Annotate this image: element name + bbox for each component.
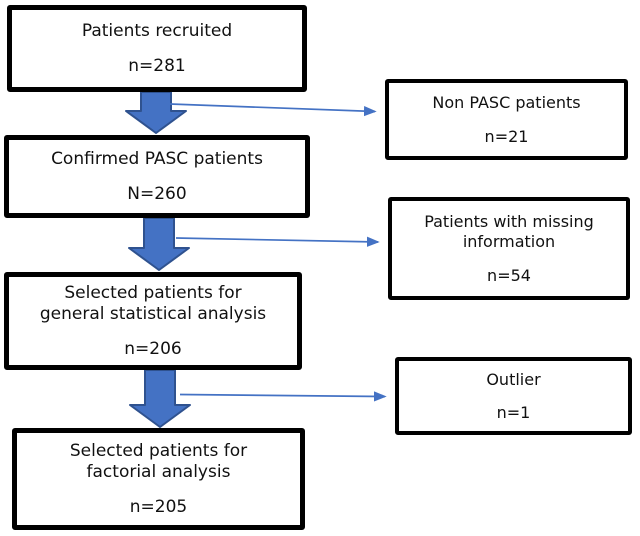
box-count: n=21 — [484, 126, 529, 146]
box-label-line: factorial analysis — [86, 462, 231, 483]
box-label-line: information — [462, 232, 556, 252]
box-count: N=260 — [127, 183, 187, 204]
box-label: Selected patients for factorial analysis — [70, 441, 247, 485]
side-box-outlier: Outlier n=1 — [395, 357, 632, 435]
box-label: Outlier — [486, 370, 540, 390]
box-count: n=54 — [487, 265, 531, 285]
connector-arrow-non-pasc — [169, 103, 377, 117]
flow-box-patients-recruited: Patients recruited n=281 — [7, 5, 307, 92]
box-label-line: Non PASC patients — [432, 93, 581, 113]
flow-box-factorial-analysis: Selected patients for factorial analysis… — [12, 428, 305, 530]
box-label-line: Selected patients for — [69, 440, 248, 461]
box-label-line: Confirmed PASC patients — [51, 148, 263, 169]
box-count: n=205 — [129, 497, 188, 518]
box-count: n=1 — [496, 403, 531, 423]
side-box-missing-information: Patients with missing information n=54 — [388, 197, 630, 300]
arrow-down-icon — [128, 217, 190, 271]
arrow-down-icon — [129, 369, 191, 428]
side-box-non-pasc: Non PASC patients n=21 — [385, 79, 628, 160]
box-label: Non PASC patients — [432, 93, 580, 113]
box-label: Selected patients for general statistica… — [40, 283, 266, 327]
connector-arrow-missing-info — [175, 236, 380, 247]
flow-box-confirmed-pasc: Confirmed PASC patients N=260 — [4, 135, 310, 218]
box-label-line: general statistical analysis — [39, 304, 267, 325]
box-label: Confirmed PASC patients — [51, 149, 263, 171]
flow-box-general-statistical-analysis: Selected patients for general statistica… — [4, 272, 302, 370]
arrow-down-icon — [125, 91, 187, 134]
box-count: n=281 — [128, 55, 186, 76]
box-label-line: Outlier — [486, 369, 541, 389]
box-count: n=206 — [124, 339, 182, 360]
box-label-line: Patients with missing — [424, 211, 594, 231]
connector-arrow-outlier — [179, 391, 387, 402]
box-label: Patients with missing information — [424, 212, 594, 253]
box-label-line: Patients recruited — [81, 20, 233, 41]
box-label: Patients recruited — [82, 21, 232, 43]
box-label-line: Selected patients for — [64, 282, 242, 303]
